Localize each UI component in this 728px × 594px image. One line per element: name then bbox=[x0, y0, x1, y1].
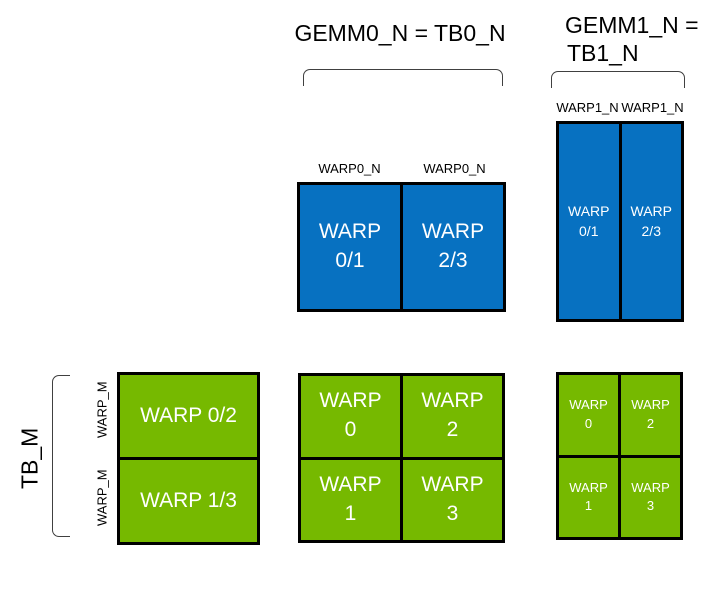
warp-cell-line: WARP bbox=[631, 479, 670, 495]
warp-cell-2-3: WARP 2/3 bbox=[403, 185, 503, 309]
warp-row-0-2: WARP 0/2 bbox=[120, 375, 257, 457]
warp-cell-line: 0/1 bbox=[335, 249, 365, 272]
warp-cell-0-1: WARP 0/1 bbox=[300, 185, 400, 309]
warp-cell-line: 0 bbox=[344, 418, 357, 442]
gemm1-n-bracket bbox=[551, 71, 685, 88]
warp-cell-line: 2 bbox=[646, 415, 655, 431]
warp-cell-3: WARP 3 bbox=[621, 457, 680, 537]
warp0-n-label-left: WARP0_N bbox=[318, 161, 381, 176]
warp-cell-line: 3 bbox=[446, 501, 459, 525]
warp-cell-line: WARP bbox=[630, 202, 672, 219]
gemm0-b-tile: WARP 0/1 WARP 2/3 bbox=[297, 182, 506, 312]
warp-cell-1: WARP 1 bbox=[559, 457, 618, 537]
warp-cell-line: WARP bbox=[631, 397, 670, 413]
warp-cell-2-3: WARP 2/3 bbox=[621, 124, 681, 319]
warp-cell-2: WARP 2 bbox=[621, 375, 680, 455]
warp1-n-label-right: WARP1_N bbox=[621, 100, 684, 115]
warp-cell-line: WARP 0/2 bbox=[140, 403, 237, 427]
warp-cell-line: WARP bbox=[318, 220, 382, 244]
warp-cell-line: WARP bbox=[421, 220, 485, 244]
a-operand-tile: WARP 0/2 WARP 1/3 bbox=[117, 372, 260, 545]
gemm0-accumulator-tile: WARP 0 WARP 2 WARP 1 WARP 3 bbox=[298, 373, 505, 543]
warp-cell-line: WARP bbox=[319, 389, 382, 413]
warp-cell-line: WARP bbox=[319, 472, 382, 496]
gemm0-n-bracket bbox=[303, 69, 503, 86]
gemm0-n-title: GEMM0_N = TB0_N bbox=[294, 20, 506, 46]
warp-m-label-top: WARP_M bbox=[94, 381, 110, 439]
gemm1-accumulator-tile: WARP 0 WARP 2 WARP 1 WARP 3 bbox=[556, 372, 683, 540]
warp-cell-line: WARP 1/3 bbox=[140, 488, 237, 512]
tb-m-bracket bbox=[52, 375, 70, 537]
warp-cell-line: 2/3 bbox=[438, 249, 468, 272]
warp-cell-line: 2 bbox=[446, 418, 459, 442]
warp-cell-0: WARP 0 bbox=[559, 375, 618, 455]
warp1-n-label-left: WARP1_N bbox=[556, 100, 619, 115]
warp-cell-line: WARP bbox=[421, 472, 484, 496]
warp-cell-line: 0/1 bbox=[579, 222, 599, 239]
warp-cell-3: WARP 3 bbox=[403, 459, 502, 540]
warp-cell-line: WARP bbox=[568, 202, 610, 219]
warp-cell-line: 1 bbox=[584, 498, 593, 514]
warp0-n-label-right: WARP0_N bbox=[423, 161, 486, 176]
gemm1-n-title-line1: GEMM1_N = bbox=[565, 12, 699, 38]
warp-cell-2: WARP 2 bbox=[403, 376, 502, 457]
warp-cell-0: WARP 0 bbox=[301, 376, 400, 457]
warp-m-label-bottom: WARP_M bbox=[94, 469, 110, 526]
warp-cell-0-1: WARP 0/1 bbox=[559, 124, 619, 319]
warp-row-1-3: WARP 1/3 bbox=[120, 460, 257, 542]
warp-cell-line: WARP bbox=[569, 479, 608, 495]
warp-cell-line: 2/3 bbox=[641, 222, 661, 239]
warp-cell-line: WARP bbox=[569, 397, 608, 413]
gemm1-n-title-line2: TB1_N bbox=[567, 40, 639, 66]
warp-cell-line: WARP bbox=[421, 389, 484, 413]
warp-cell-line: 0 bbox=[584, 415, 593, 431]
warp-cell-line: 1 bbox=[344, 501, 357, 525]
warp-cell-1: WARP 1 bbox=[301, 459, 400, 540]
gemm1-b-tile: WARP 0/1 WARP 2/3 bbox=[556, 121, 684, 322]
warp-cell-line: 3 bbox=[646, 498, 655, 514]
tb-m-label: TB_M bbox=[16, 427, 43, 489]
